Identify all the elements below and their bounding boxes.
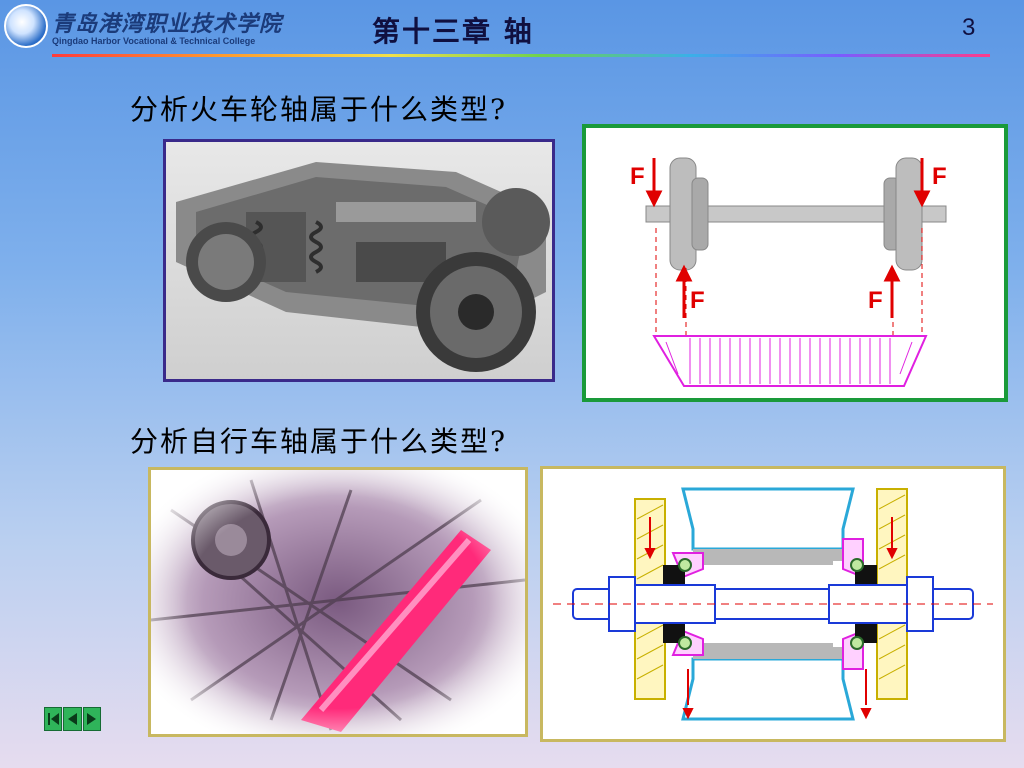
question-bicycle-axle: 分析自行车轴属于什么类型?	[130, 425, 508, 458]
question-train-axle: 分析火车轮轴属于什么类型?	[130, 93, 508, 126]
next-slide-button[interactable]	[82, 707, 101, 731]
page-number: 3	[962, 14, 976, 41]
school-name-en: Qingdao Harbor Vocational & Technical Co…	[52, 36, 256, 46]
school-logo-icon	[4, 4, 48, 48]
force-label-right-bottom: F	[868, 287, 883, 314]
school-name-cn: 青岛港湾职业技术学院	[52, 11, 283, 37]
wheelset-force-diagram: F F F F	[582, 124, 1008, 402]
force-label-left-top: F	[630, 163, 645, 190]
header-divider	[52, 54, 990, 57]
prev-slide-button[interactable]	[63, 707, 82, 731]
slide-navigation	[44, 707, 102, 731]
train-bogie-photo	[163, 139, 555, 382]
bicycle-hub-photo	[148, 467, 528, 737]
prev-slide-icon	[67, 713, 77, 725]
first-slide-icon	[47, 713, 59, 725]
first-slide-button[interactable]	[44, 707, 63, 731]
slide-header: 青岛港湾职业技术学院 Qingdao Harbor Vocational & T…	[0, 0, 1024, 58]
force-label-right-top: F	[932, 163, 947, 190]
bicycle-axle-section-diagram	[540, 466, 1006, 742]
force-label-left-bottom: F	[690, 287, 705, 314]
next-slide-icon	[87, 713, 97, 725]
chapter-title: 第十三章 轴	[372, 15, 534, 48]
